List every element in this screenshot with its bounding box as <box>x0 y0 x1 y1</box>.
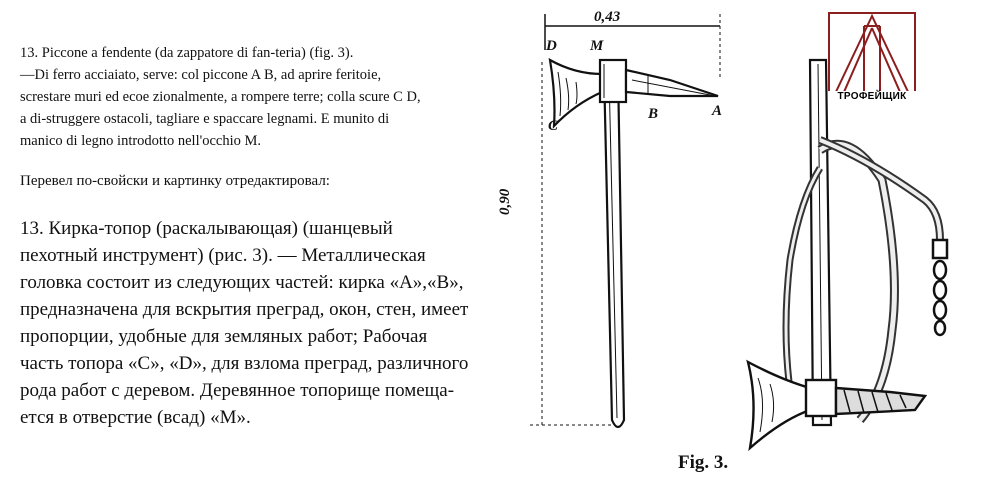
dimension-width: 0,43 <box>594 9 621 25</box>
russian-line: рода работ с деревом. Деревянное топорищ… <box>20 380 455 401</box>
translator-note: Перевел по-свойски и картинку отредактир… <box>20 173 330 189</box>
label-c: C <box>548 118 559 134</box>
label-m: M <box>590 38 604 54</box>
russian-line: часть топора «C», «D», для взлома прегра… <box>20 353 469 374</box>
label-a: A <box>712 103 723 119</box>
label-d: D <box>546 38 557 54</box>
dimension-height: 0,90 <box>497 188 513 215</box>
russian-line: головка состоит из следующих частей: кир… <box>20 272 464 293</box>
italian-line: a di-struggere ostacoli, tagliare e spac… <box>20 111 390 127</box>
logo-triangle-icon <box>828 12 916 100</box>
russian-line: предназначена для вскрытия преград, окон… <box>20 299 469 320</box>
pickaxe-illustration: D M C B A <box>520 0 984 480</box>
russian-line: 13. Кирка-топор (раскалывающая) (шанцевы… <box>20 218 393 239</box>
trofeyshchik-logo: ТРОФЕЙЩИК <box>828 12 916 103</box>
italian-line: 13. Piccone a fendente (da zappatore di … <box>20 45 354 61</box>
figure-caption: Fig. 3. <box>678 452 729 473</box>
pickaxe-drawing <box>530 14 949 452</box>
italian-line: manico di legno introdotto nell'occhio M… <box>20 133 262 149</box>
russian-line: ется в отверстие (всад) «M». <box>20 407 251 428</box>
label-b: B <box>648 106 659 122</box>
russian-line: пропорции, удобные для земляных работ; Р… <box>20 326 428 347</box>
russian-description: 13. Кирка-топор (раскалывающая) (шанцевы… <box>20 215 468 431</box>
russian-line: пехотный инструмент) (рис. 3). — Металли… <box>20 245 426 266</box>
italian-line: —Di ferro acciaiato, serve: col piccone … <box>20 67 382 83</box>
italian-paragraph: 13. Piccone a fendente (da zappatore di … <box>20 42 520 152</box>
italian-description: 13. Piccone a fendente (da zappatore di … <box>20 42 520 152</box>
logo-text: ТРОФЕЙЩИК <box>828 91 916 103</box>
italian-line: screstare muri ed ecoe zionalmente, a ro… <box>20 89 421 105</box>
